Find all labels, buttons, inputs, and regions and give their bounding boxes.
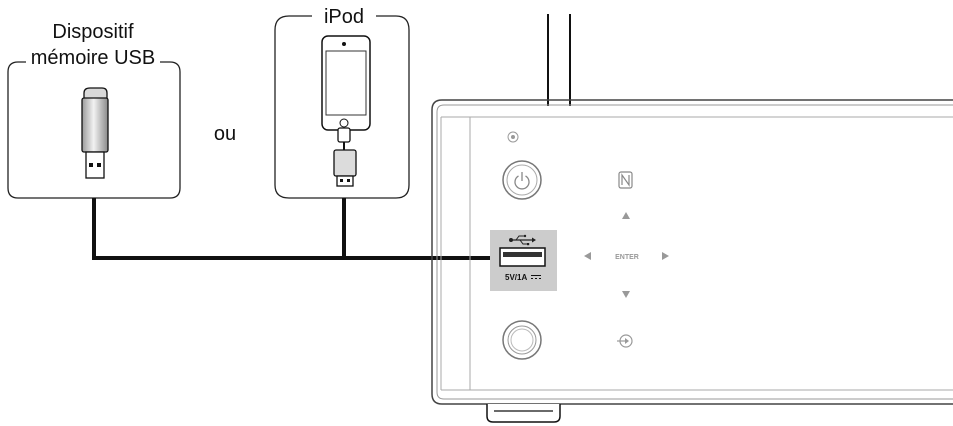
usb-stick-connector [85,151,105,179]
dc-symbol-icon [531,275,541,279]
right-arrow-icon [662,252,669,260]
usb-stick-hole-left [89,163,93,167]
usb-symbol-branch-down [519,239,527,245]
device: ENTER 5V/1A [431,14,953,423]
usb-memory-label-line2: mémoire USB [31,47,155,69]
remote-sensor-icon [507,131,519,143]
device-foot-outline [486,404,561,423]
device-inner-frame [436,104,953,400]
usb-rating-label: 5V/1A [505,273,527,282]
power-button-inner [506,164,538,196]
knob-middle [507,325,537,355]
ipod-usb-hole-right [347,179,350,182]
left-arrow-icon [584,252,591,260]
usb-memory-cable [92,198,500,260]
usb-memory-label-line1: Dispositif [52,21,134,43]
usb-port-area: 5V/1A [490,230,557,291]
ipod-home-button [339,118,349,128]
knob-outer [502,320,542,360]
usb-stick-icon [81,87,109,179]
nfc-icon-frame [618,171,633,189]
cables [92,198,500,260]
usb-memory-group: Dispositif mémoire USB [7,21,181,199]
usb-stick-body [81,97,109,153]
power-button [502,160,542,200]
usb-symbol-branch-up-end [523,234,527,238]
ipod-usb-plug-tip [336,175,354,187]
knob-inner [510,328,534,352]
ipod-label: iPod [324,6,364,28]
power-icon-arc [514,175,530,190]
ipod-screen [325,50,367,116]
nfc-icon [618,171,633,189]
nfc-icon-mark [621,173,630,187]
usb-stick-hole-right [97,163,101,167]
usb-symbol-base [509,238,513,242]
ipod-usb-hole-left [340,179,343,182]
device-outer-frame [431,99,953,405]
usb-symbol-icon [509,234,536,246]
usb-port-tongue [503,252,542,257]
usb-symbol-branch-down-end [527,243,530,246]
usb-stick-cap [83,87,108,101]
ipod-group: iPod [274,6,410,199]
or-label: ou [214,123,236,145]
usb-symbol-branch-up [515,235,524,241]
ipod-camera [342,42,346,46]
remote-sensor-ring [507,131,519,143]
input-source-icon [617,334,633,348]
power-icon [514,172,530,190]
input-source-arrow-head [625,338,629,344]
enter-label: ENTER [615,254,639,261]
ipod-dock-plug [337,127,351,143]
ipod-usb-plug-body [333,149,357,177]
remote-sensor-dot [511,135,515,139]
up-arrow-icon [622,212,630,219]
power-button-outer [502,160,542,200]
ipod-icon [321,35,371,187]
device-foot [486,404,561,423]
usb-symbol-arrow [532,237,536,243]
down-arrow-icon [622,291,630,298]
knob [502,320,542,360]
